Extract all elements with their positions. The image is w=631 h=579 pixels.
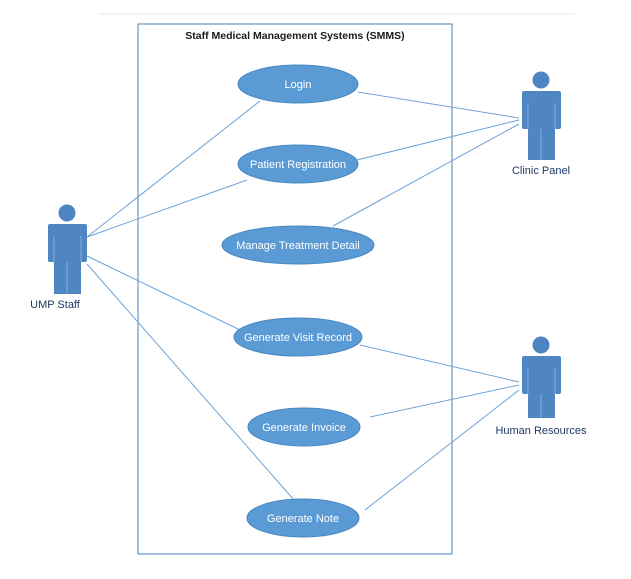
use-case-ellipse <box>237 144 359 184</box>
use-case-label: Generate Invoice <box>262 422 346 434</box>
use-case-manage-treatment-detail[interactable]: Manage Treatment Detail <box>221 225 375 265</box>
use-case-label: Manage Treatment Detail <box>236 240 360 252</box>
assoc-hr-generate-visit-record <box>359 344 520 383</box>
actor-clinic-panel[interactable]: Clinic Panel <box>512 71 570 178</box>
assoc-staff-login <box>86 100 261 238</box>
assoc-staff-generate-note <box>86 263 295 501</box>
assoc-hr-generate-note <box>364 389 520 511</box>
use-case-generate-note[interactable]: Generate Note <box>246 498 360 538</box>
use-case-patient-registration[interactable]: Patient Registration <box>237 144 359 184</box>
actor-ump-staff[interactable]: UMP Staff <box>30 204 87 312</box>
system-boundary <box>137 23 453 555</box>
use-case-label: Patient Registration <box>250 159 346 171</box>
actor-human-resources[interactable]: Human Resources <box>495 336 587 438</box>
assoc-clinic-login <box>357 91 520 119</box>
use-case-ellipse <box>246 498 360 538</box>
use-case-label: Generate Visit Record <box>244 332 352 344</box>
use-case-ellipse <box>233 317 363 357</box>
use-case-ellipse <box>237 64 359 104</box>
assoc-hr-generate-invoice <box>369 384 520 418</box>
assoc-clinic-manage-treatment <box>332 123 520 227</box>
associations <box>86 91 520 511</box>
actor-icon <box>522 336 561 418</box>
use-case-generate-invoice[interactable]: Generate Invoice <box>247 407 361 447</box>
actor-icon <box>48 204 87 294</box>
actor-label: UMP Staff <box>30 299 81 311</box>
use-case-ellipse <box>247 407 361 447</box>
use-case-label: Generate Note <box>267 513 339 525</box>
actor-icon <box>522 71 561 160</box>
use-case-login[interactable]: Login <box>237 64 359 104</box>
assoc-staff-patient-registration <box>86 179 248 238</box>
system-title: Staff Medical Management Systems (SMMS) <box>185 30 404 42</box>
assoc-staff-generate-visit-record <box>86 255 241 331</box>
use-case-generate-visit-record[interactable]: Generate Visit Record <box>233 317 363 357</box>
use-case-ellipse <box>221 225 375 265</box>
assoc-clinic-patient-registration <box>356 119 520 161</box>
actor-label: Clinic Panel <box>512 165 570 177</box>
use-case-label: Login <box>285 79 312 91</box>
actor-label: Human Resources <box>495 425 587 437</box>
